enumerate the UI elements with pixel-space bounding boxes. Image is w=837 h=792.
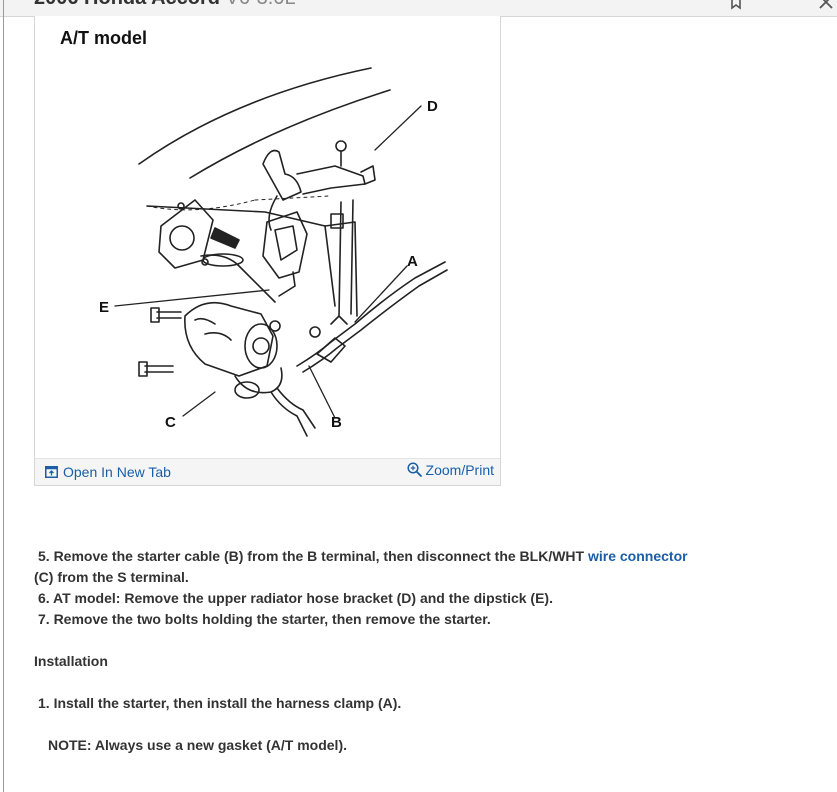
step-5-line-1: 5. Remove the starter cable (B) from the… <box>38 548 688 564</box>
left-border <box>3 0 4 792</box>
bookmark-icon[interactable] <box>729 0 743 10</box>
page-title: 2006 Honda Accord V6-3.0L <box>34 0 296 10</box>
figure-panel: A/T model <box>34 16 501 486</box>
callout-d: D <box>427 98 438 115</box>
new-tab-icon <box>45 466 58 478</box>
zoom-print-label: Zoom/Print <box>425 462 494 478</box>
installation-heading: Installation <box>34 653 108 669</box>
figure-toolbar: Open In New Tab Zoom/Print <box>35 458 500 485</box>
step-6: 6. AT model: Remove the upper radiator h… <box>38 590 553 606</box>
open-in-new-tab-link[interactable]: Open In New Tab <box>45 464 171 480</box>
figure-caption: A/T model <box>60 28 148 48</box>
page-header: 2006 Honda Accord V6-3.0L <box>0 0 837 17</box>
wire-connector-link[interactable]: wire connector <box>587 548 688 564</box>
step-7: 7. Remove the two bolts holding the star… <box>38 611 491 627</box>
callout-b: B <box>331 414 342 431</box>
callout-e: E <box>99 299 109 316</box>
zoom-icon <box>406 462 422 477</box>
step-5-line-2: (C) from the S terminal. <box>34 569 189 585</box>
install-step-1: 1. Install the starter, then install the… <box>38 695 402 711</box>
callout-c: C <box>165 414 176 431</box>
close-icon[interactable] <box>818 0 834 10</box>
install-note: NOTE: Always use a new gasket (A/T model… <box>48 737 347 753</box>
starter-diagram: D A E C B <box>99 67 448 437</box>
callout-a: A <box>407 253 418 270</box>
open-in-new-tab-label: Open In New Tab <box>63 464 171 480</box>
zoom-print-link[interactable]: Zoom/Print <box>406 462 494 478</box>
